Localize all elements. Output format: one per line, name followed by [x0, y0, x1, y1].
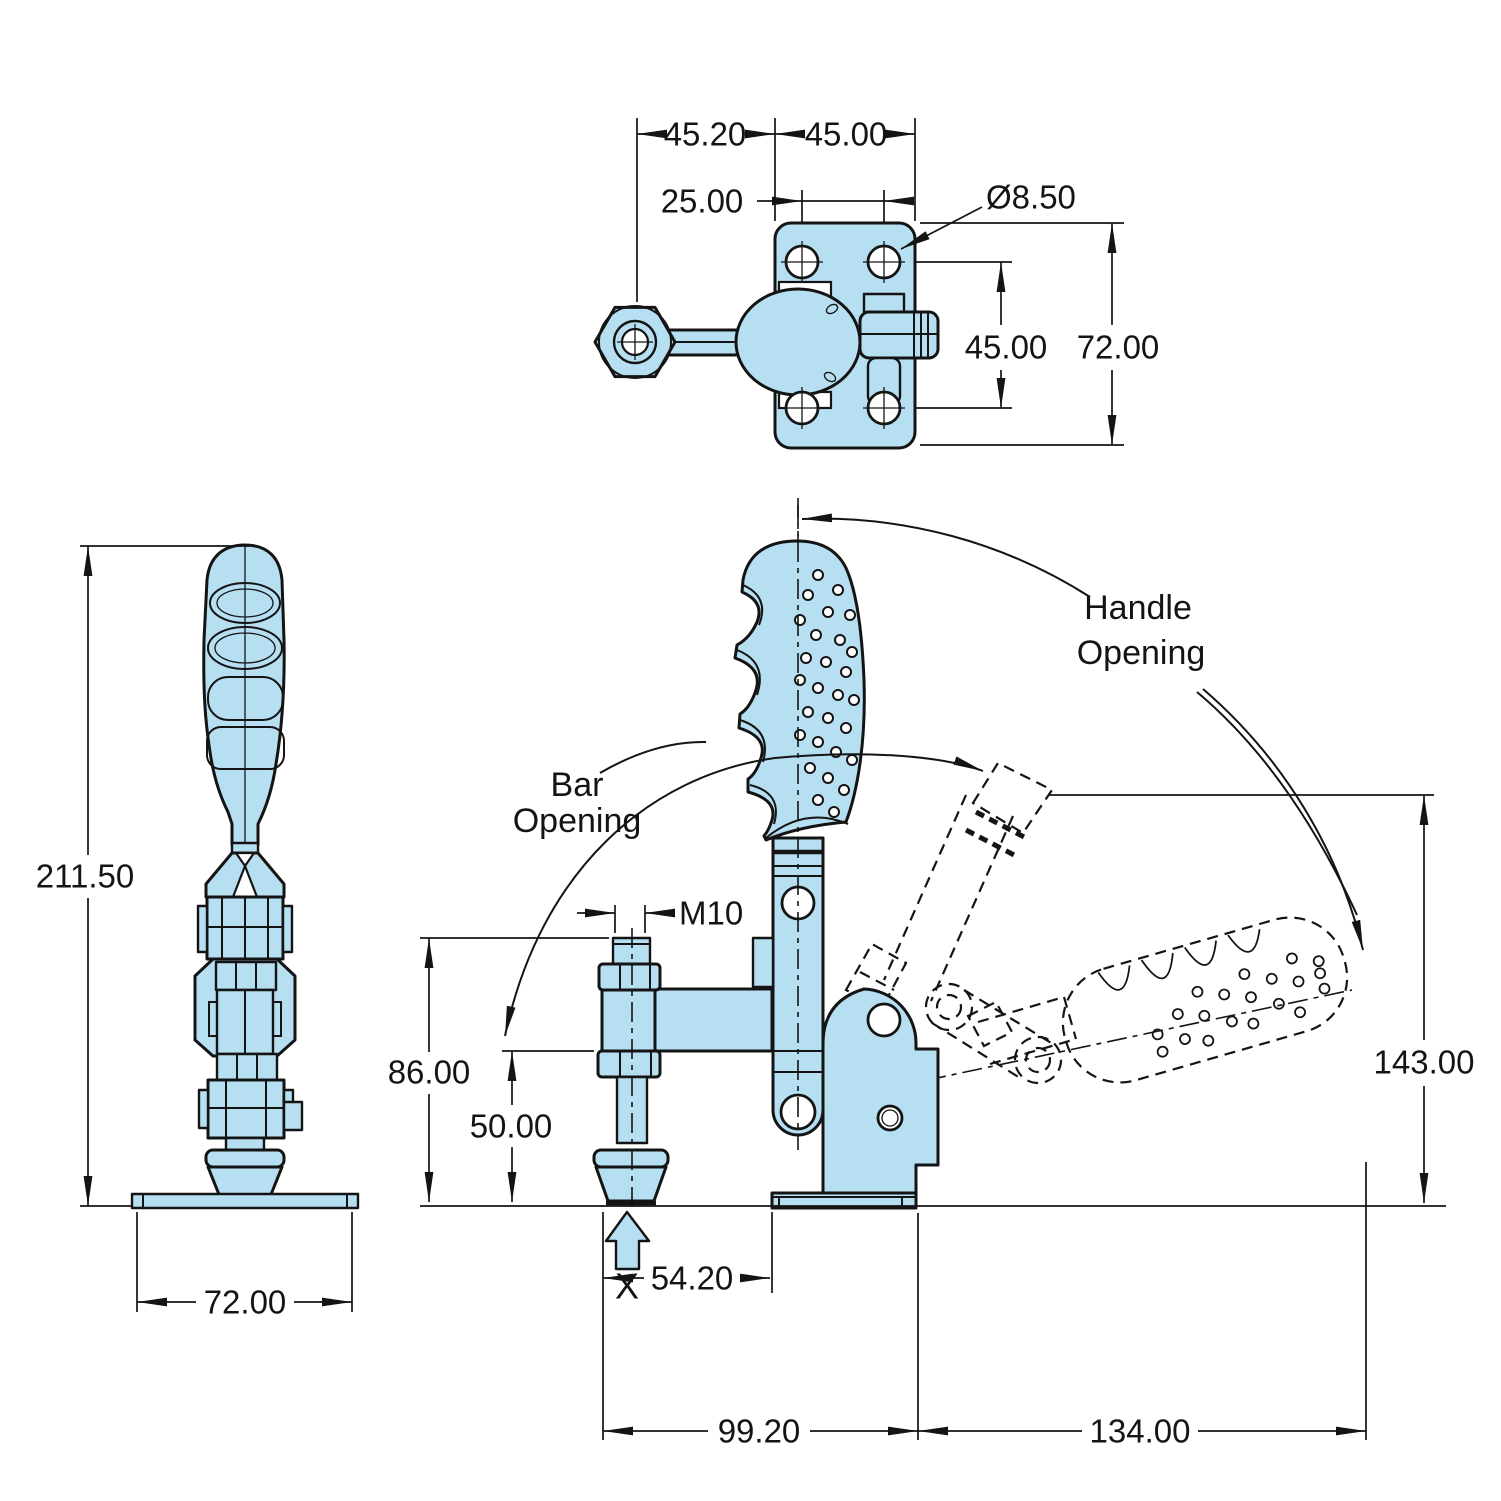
side-stub: [282, 1100, 304, 1132]
clamp-body-top: [734, 287, 862, 397]
dim-hole-spacing: 25.00: [661, 183, 744, 220]
dim-stud-height: 86.00: [388, 1054, 471, 1091]
handle-opening-arc: [801, 513, 1091, 598]
dim-body-span: 99.20: [718, 1413, 801, 1450]
dim-top-offset: 45.20: [664, 116, 747, 153]
dim-overall-height: 211.50: [36, 858, 134, 895]
front-view: Handle Opening Bar Opening M10 86.00 50.…: [388, 498, 1475, 1450]
phantom-bar-edge: [929, 815, 1015, 1002]
dim-handle-span: 134.00: [1090, 1413, 1191, 1450]
phantom-link-hole: [1013, 1035, 1063, 1085]
top-view-part: [593, 221, 940, 450]
dim-hole-diameter: Ø8.50: [986, 179, 1076, 216]
pivot-hole: [866, 1002, 902, 1038]
grip-recess-3: [207, 676, 284, 721]
foot-cone: [594, 1165, 668, 1203]
dim-plate-height: 72.00: [1077, 329, 1160, 366]
grip-recess-1: [209, 582, 281, 624]
clamp-bar: [653, 987, 774, 1053]
phantom-spindle-end: [971, 761, 1054, 835]
dim-top-width: 45.00: [805, 116, 888, 153]
pivot-pin-right: [281, 904, 294, 954]
label-handle-opening-2: Opening: [1077, 634, 1206, 672]
plate-holes: [781, 241, 905, 429]
dim-bar-height: 50.00: [470, 1108, 553, 1145]
phantom-grip: [1061, 916, 1349, 1084]
label-handle-opening-1: Handle: [1084, 589, 1192, 627]
dim-hole-span: 45.00: [965, 329, 1048, 366]
phantom-grip-dots: [1151, 952, 1331, 1058]
block-tab-top: [862, 292, 906, 314]
dim-spindle-offset: 54.20: [651, 1260, 734, 1297]
label-bar-opening-2: Opening: [513, 802, 642, 840]
phantom-handle-axis: [889, 989, 1353, 1089]
front-view-annotations: Handle Opening Bar Opening: [504, 498, 1364, 1037]
clamp-force-arrow: [604, 1210, 651, 1271]
bar-opening-leader: [599, 740, 707, 774]
datum-x-mark: X: [615, 1266, 639, 1307]
hex-nut-lower-side: [215, 1052, 279, 1082]
pivot-pin-left: [196, 904, 209, 954]
foot-shoulder-side: [204, 1148, 286, 1169]
bar-opening-arc: [504, 753, 984, 1037]
grip-recess-2: [207, 626, 283, 670]
grip-recess-4: [206, 726, 285, 770]
handle-opening-leader: [1196, 691, 1358, 916]
hex-nut-upper-side: [214, 960, 278, 992]
base-plate-side: [130, 1192, 360, 1210]
foot-shoulder: [592, 1148, 670, 1169]
top-view: 45.20 45.00 25.00 Ø8.50 45.00 72.00: [593, 116, 1160, 450]
dim-handle-height: 143.00: [1374, 1044, 1475, 1081]
phantom-open-position: [844, 761, 1353, 1089]
dim-thread: M10: [679, 895, 743, 932]
dim-base-width: 72.00: [204, 1284, 287, 1321]
top-view-dimensions: 45.20 45.00 25.00 Ø8.50 45.00 72.00: [637, 116, 1160, 445]
side-view-part: [130, 543, 360, 1210]
label-bar-opening-1: Bar: [551, 766, 604, 804]
handle-opening-arc: [1202, 688, 1364, 951]
front-view-dimensions: M10 86.00 50.00 54.20 X 99.20 134.00: [388, 794, 1475, 1450]
spindle-boss: [600, 987, 657, 1053]
side-view-dimensions: 211.50 72.00: [36, 545, 353, 1321]
front-view-part: [592, 505, 940, 1271]
phantom-handle-shaft: [977, 995, 1078, 1066]
shaft-tab: [751, 936, 775, 989]
side-view: 211.50 72.00: [36, 543, 360, 1321]
